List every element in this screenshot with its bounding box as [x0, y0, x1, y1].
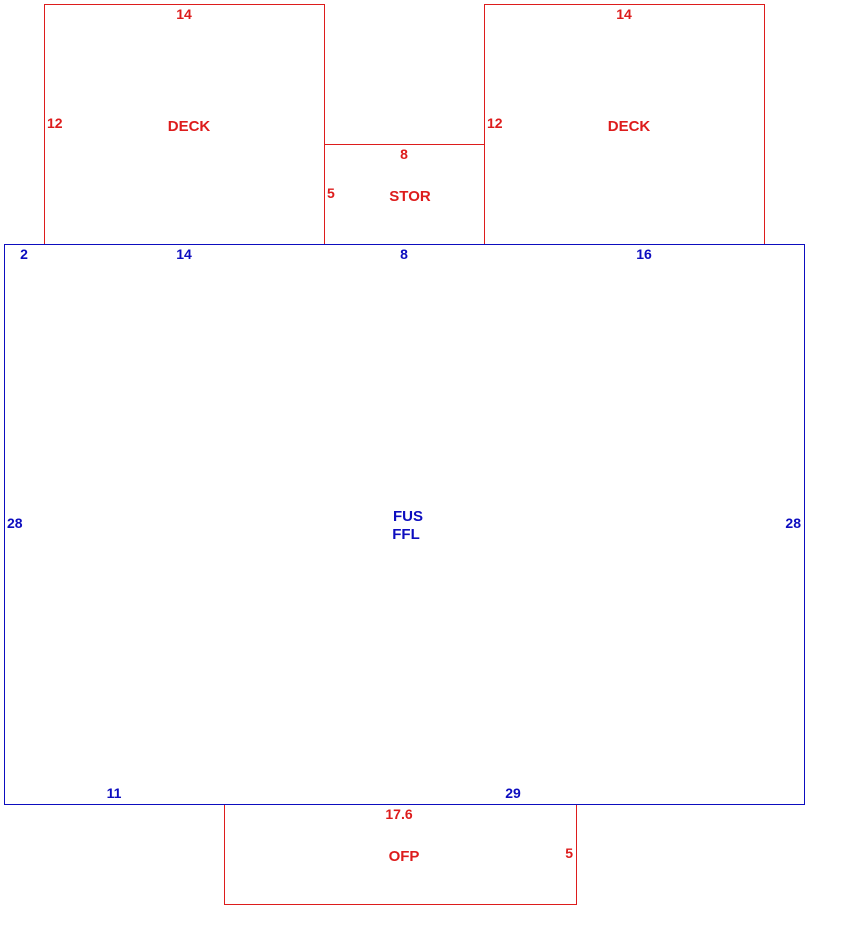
main-top-dimension-1: 2 — [20, 246, 28, 262]
deck-right-top-dimension: 14 — [616, 6, 632, 22]
deck-left-label: DECK — [168, 118, 211, 135]
porch-side-dimension: 5 — [565, 845, 573, 861]
porch-label: OFP — [389, 848, 420, 865]
main-right-dimension: 28 — [785, 515, 801, 531]
porch-area: 17.6 5 OFP — [224, 804, 577, 905]
main-label-line-1: FUS — [393, 508, 423, 525]
storage-label: STOR — [389, 188, 431, 205]
main-top-dimension-3: 8 — [400, 246, 408, 262]
main-top-dimension-2: 14 — [176, 246, 192, 262]
deck-left-top-dimension: 14 — [176, 6, 192, 22]
main-top-dimension-4: 16 — [636, 246, 652, 262]
storage-top-dimension: 8 — [400, 146, 408, 162]
porch-top-dimension: 17.6 — [385, 806, 412, 822]
deck-right-label: DECK — [608, 118, 651, 135]
deck-left-area: 14 12 DECK — [44, 4, 325, 245]
main-dwelling-outline — [4, 244, 805, 805]
main-label-line-2: FFL — [392, 526, 420, 543]
main-dwelling-area: 2 14 8 16 28 28 11 29 FUS FFL — [4, 244, 805, 805]
main-left-dimension: 28 — [7, 515, 23, 531]
deck-right-area: 14 12 DECK — [484, 4, 765, 245]
deck-left-side-dimension: 12 — [47, 115, 63, 131]
storage-area: 8 5 STOR — [324, 144, 485, 245]
storage-side-dimension: 5 — [327, 185, 335, 201]
deck-right-side-dimension: 12 — [487, 115, 503, 131]
main-bottom-dimension-1: 11 — [107, 785, 122, 801]
main-bottom-dimension-2: 29 — [505, 785, 521, 801]
